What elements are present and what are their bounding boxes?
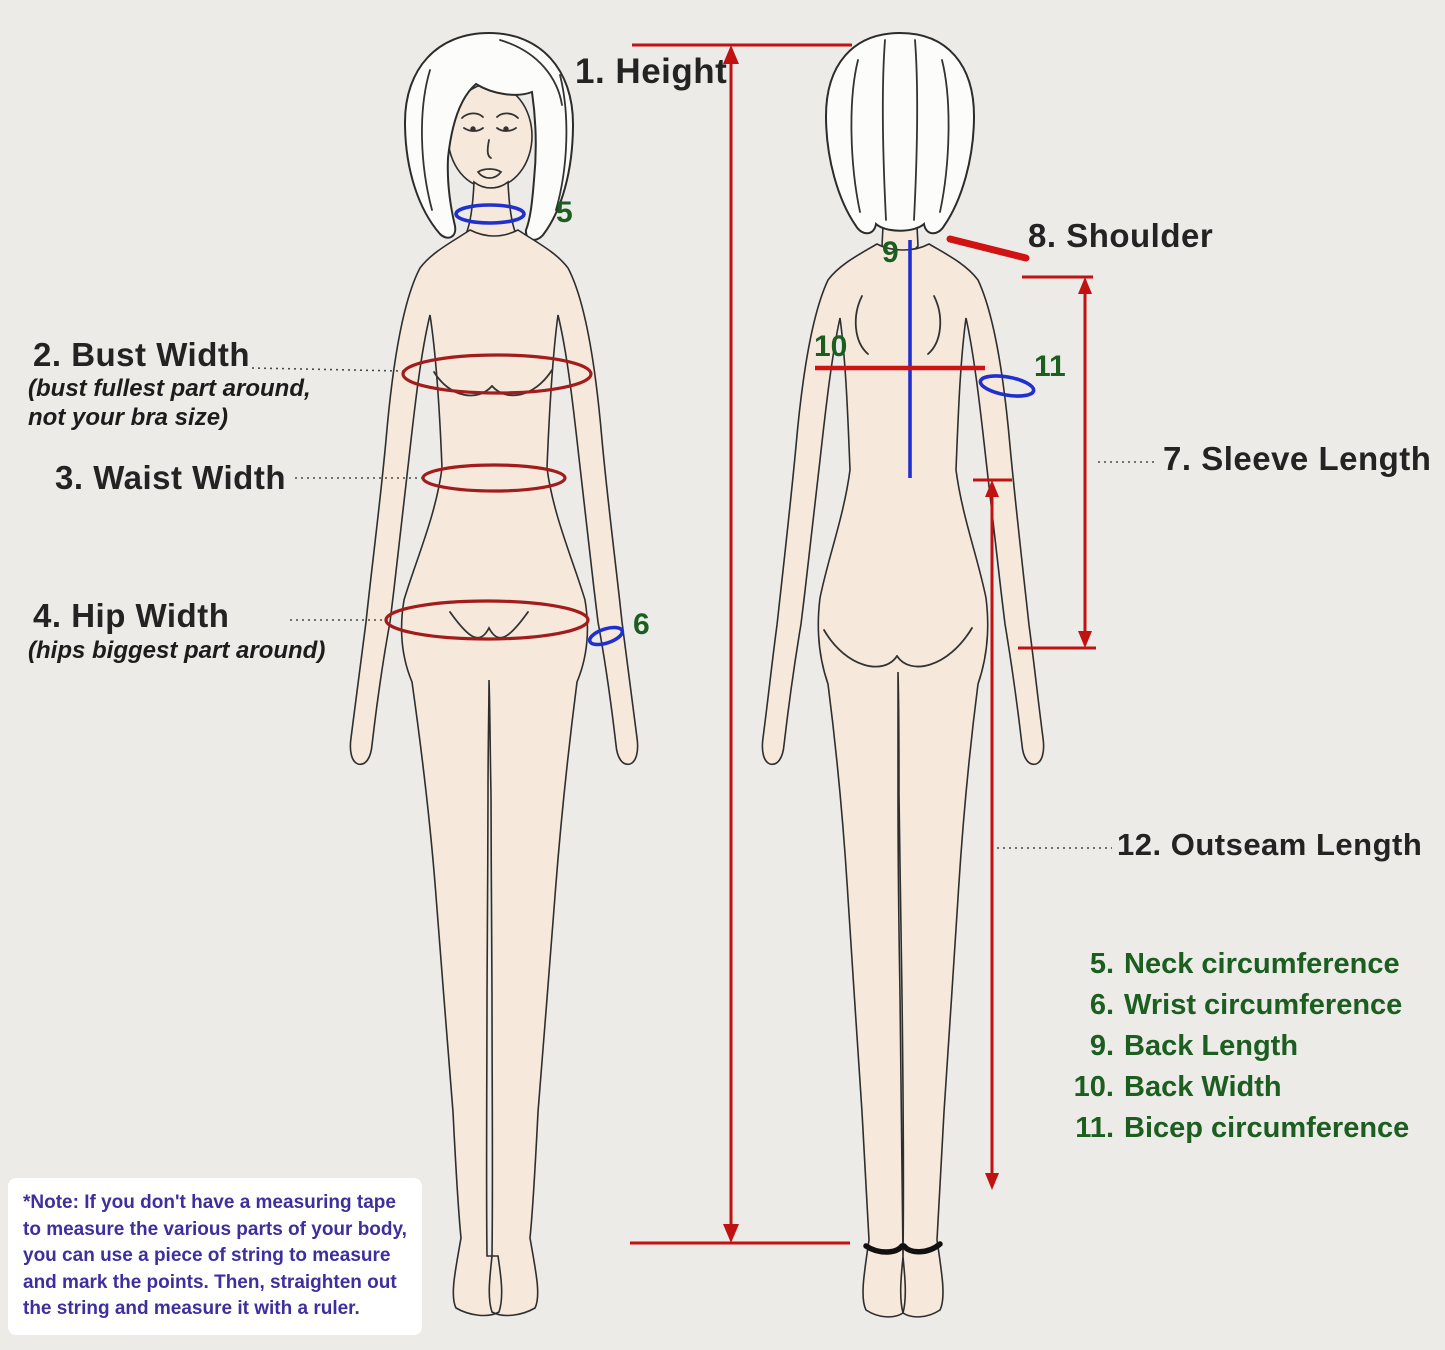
legend-item-wrist: 6. Wrist circumference <box>1058 985 1409 1026</box>
front-hair-strands <box>421 39 568 211</box>
measuring-tape-note: *Note: If you don't have a measuring tap… <box>8 1178 422 1335</box>
front-face-features <box>461 112 519 179</box>
wrist-marker-number: 6 <box>633 608 650 641</box>
back-hair <box>824 31 976 235</box>
legend-item-neck: 5. Neck circumference <box>1058 944 1409 985</box>
height-label: 1. Height <box>575 52 728 91</box>
legend-text: Neck circumference <box>1124 948 1400 980</box>
neck-marker-number: 5 <box>556 196 573 229</box>
back-hair-strands <box>850 39 950 221</box>
back-width-marker-number: 10 <box>814 330 848 363</box>
wrist-circumference-ellipse <box>587 625 625 647</box>
shoulder-label: 8. Shoulder <box>1028 217 1214 254</box>
legend-text: Back Length <box>1124 1030 1299 1062</box>
back-figure <box>761 31 1045 1318</box>
legend-num: 5. <box>1089 948 1114 980</box>
back-length-marker-number: 9 <box>882 236 899 269</box>
legend-item-back-length: 9. Back Length <box>1058 1026 1409 1067</box>
legend-num: 6. <box>1089 989 1114 1021</box>
legend-num: 11. <box>1075 1112 1114 1144</box>
sleeve-length-label: 7. Sleeve Length <box>1163 440 1432 477</box>
bicep-circumference-ellipse <box>978 374 1036 398</box>
legend-text: Back Width <box>1124 1071 1282 1103</box>
back-heels <box>863 1241 943 1255</box>
shoulder-line <box>946 235 1030 262</box>
neck-circumference-ellipse <box>454 203 526 225</box>
front-body <box>349 229 639 1317</box>
front-hair <box>403 31 575 241</box>
measurement-legend: 5. Neck circumference 6. Wrist circumfer… <box>1058 944 1410 1149</box>
hip-width-sublabel: (hips biggest part around) <box>28 637 326 664</box>
leader-lines <box>251 367 1156 849</box>
legend-item-back-width: 10. Back Width <box>1058 1067 1409 1108</box>
legend-num: 9. <box>1089 1030 1114 1062</box>
back-body <box>761 243 1045 1318</box>
legend-num: 10. <box>1073 1071 1114 1103</box>
legend-text: Wrist circumference <box>1124 989 1403 1021</box>
bust-leader <box>251 367 404 372</box>
hip-width-label: 4. Hip Width <box>33 597 230 634</box>
front-body-details <box>433 369 553 639</box>
outseam-length-label: 12. Outseam Length <box>1117 827 1423 862</box>
bust-width-sublabel: (bust fullest part around, not your bra … <box>28 375 311 431</box>
height-measure <box>630 43 852 1245</box>
front-figure <box>349 31 639 1317</box>
legend-item-bicep: 11. Bicep circumference <box>1058 1108 1409 1149</box>
sleeve-length-measure <box>1018 275 1096 650</box>
outseam-length-measure <box>973 478 1012 1190</box>
bust-width-label: 2. Bust Width <box>33 336 251 373</box>
bust-width-ellipse <box>401 353 593 395</box>
hip-width-ellipse <box>384 599 590 641</box>
back-body-details <box>823 295 973 668</box>
bicep-marker-number: 11 <box>1034 350 1066 383</box>
waist-width-label: 3. Waist Width <box>55 459 286 496</box>
legend-text: Bicep circumference <box>1124 1112 1410 1144</box>
